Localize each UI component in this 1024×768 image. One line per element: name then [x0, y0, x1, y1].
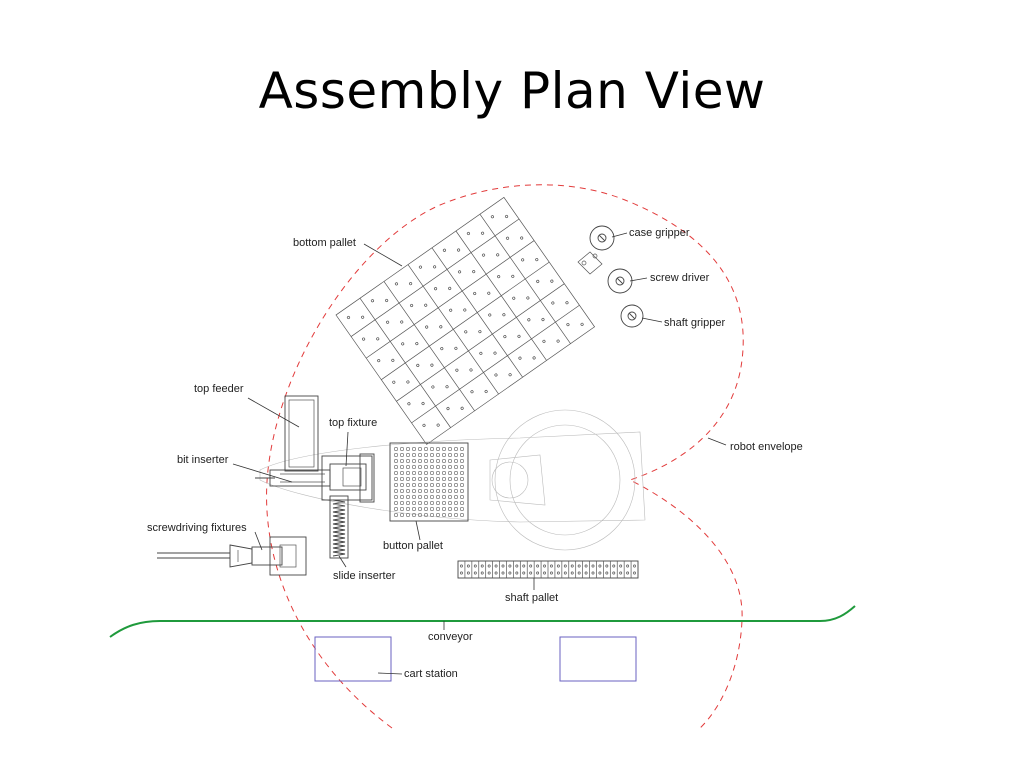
label-screwdriving-fixtures: screwdriving fixtures: [147, 522, 247, 534]
shaft-gripper-tool: [620, 304, 644, 328]
shaft-pallet: [457, 560, 639, 579]
label-case-gripper: case gripper: [629, 227, 690, 239]
label-cart-station: cart station: [404, 668, 458, 680]
label-conveyor: conveyor: [428, 631, 473, 643]
top-feeder: [284, 395, 319, 472]
label-bit-inserter: bit inserter: [177, 454, 229, 466]
label-shaft-pallet: shaft pallet: [505, 592, 558, 604]
label-top-fixture: top fixture: [329, 417, 377, 429]
label-screw-driver: screw driver: [650, 272, 710, 284]
label-slide-inserter: slide inserter: [333, 570, 396, 582]
label-button-pallet: button pallet: [383, 540, 443, 552]
screwdriving-fixtures: [157, 536, 307, 576]
conveyor-line: [109, 605, 856, 638]
label-bottom-pallet: bottom pallet: [293, 237, 356, 249]
cart-station-left: [314, 636, 392, 682]
bottom-pallet: [335, 196, 596, 445]
robot-arm: [259, 409, 646, 551]
label-robot-envelope: robot envelope: [730, 441, 803, 453]
screw-driver-tool: [607, 268, 633, 294]
leader-lines: [232, 232, 727, 675]
top-fixture: [321, 453, 375, 503]
bit-inserter: [255, 469, 331, 487]
slide-title: Assembly Plan View: [258, 62, 766, 120]
label-top-feeder: top feeder: [194, 383, 244, 395]
label-shaft-gripper: shaft gripper: [664, 317, 725, 329]
button-pallet: [389, 442, 469, 522]
case-gripper-tool: [577, 225, 615, 275]
slide-inserter: [329, 495, 349, 559]
cart-station-right: [559, 636, 637, 682]
robot-envelope-outline: [266, 184, 744, 731]
